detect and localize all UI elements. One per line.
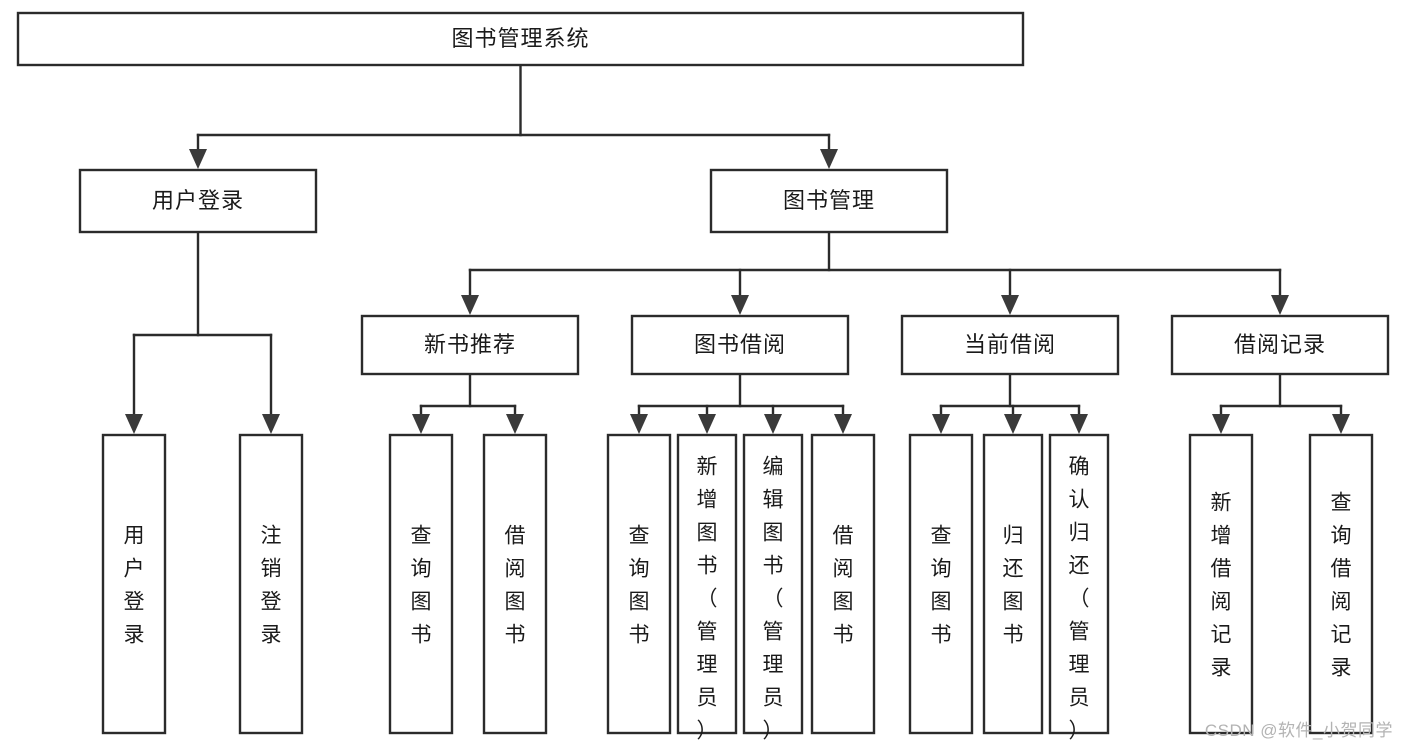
node-leaf-user-login-box[interactable]: [101, 433, 167, 735]
node-leaf-confirm-return-label: 确认归还（管理员）: [1069, 455, 1090, 742]
node-leaf-confirm-return-box[interactable]: [1048, 433, 1110, 735]
arrow-head-icon: [1271, 295, 1289, 315]
arrow-head-icon: [820, 149, 838, 169]
node-leaf-edit-book[interactable]: 编辑图书（管理员）: [742, 433, 804, 742]
node-book-manage-label: 图书管理: [783, 188, 875, 213]
node-leaf-logout-box[interactable]: [238, 433, 304, 735]
node-leaf-query-book-3[interactable]: 查询图书: [908, 433, 974, 735]
arrow-head-icon: [1070, 414, 1088, 434]
node-leaf-add-book-box[interactable]: [676, 433, 738, 735]
node-leaf-borrow-book-1[interactable]: 借阅图书: [482, 433, 548, 735]
node-book-manage[interactable]: 图书管理: [709, 168, 949, 234]
node-leaf-borrow-book-2-label: 借阅图书: [833, 524, 854, 646]
arrow-head-icon: [698, 414, 716, 434]
arrow-head-icon: [461, 295, 479, 315]
arrow-head-icon: [834, 414, 852, 434]
node-borrow-record-label: 借阅记录: [1234, 332, 1326, 357]
node-leaf-query-record-box[interactable]: [1308, 433, 1374, 735]
node-book-borrow-box[interactable]: [630, 314, 850, 376]
node-leaf-return-book-box[interactable]: [982, 433, 1044, 735]
node-current-borrow[interactable]: 当前借阅: [900, 314, 1120, 376]
arrow-head-icon: [189, 149, 207, 169]
node-leaf-borrow-book-2-box[interactable]: [810, 433, 876, 735]
node-borrow-record[interactable]: 借阅记录: [1170, 314, 1390, 376]
node-root[interactable]: 图书管理系统: [16, 11, 1025, 67]
node-book-borrow[interactable]: 图书借阅: [630, 314, 850, 376]
node-leaf-confirm-return[interactable]: 确认归还（管理员）: [1048, 433, 1110, 742]
node-leaf-edit-book-label: 编辑图书（管理员）: [763, 455, 784, 742]
node-leaf-query-book-2[interactable]: 查询图书: [606, 433, 672, 735]
node-new-book-rec-box[interactable]: [360, 314, 580, 376]
node-leaf-user-login[interactable]: 用户登录: [101, 433, 167, 735]
node-book-manage-box[interactable]: [709, 168, 949, 234]
arrow-head-icon: [1212, 414, 1230, 434]
node-leaf-query-book-3-box[interactable]: [908, 433, 974, 735]
node-leaf-return-book-label: 归还图书: [1003, 524, 1024, 646]
node-leaf-borrow-book-2[interactable]: 借阅图书: [810, 433, 876, 735]
node-root-box[interactable]: [16, 11, 1025, 67]
node-user-login[interactable]: 用户登录: [78, 168, 318, 234]
node-leaf-query-book-2-label: 查询图书: [629, 524, 650, 646]
arrow-head-icon: [731, 295, 749, 315]
arrow-head-icon: [764, 414, 782, 434]
arrow-head-icon: [412, 414, 430, 434]
node-book-borrow-label: 图书借阅: [694, 332, 786, 357]
node-leaf-borrow-book-1-label: 借阅图书: [505, 524, 526, 646]
node-leaf-query-record[interactable]: 查询借阅记录: [1308, 433, 1374, 735]
node-leaf-query-book-1[interactable]: 查询图书: [388, 433, 454, 735]
node-current-borrow-box[interactable]: [900, 314, 1120, 376]
arrow-head-icon: [1001, 295, 1019, 315]
node-leaf-add-record[interactable]: 新增借阅记录: [1188, 433, 1254, 735]
node-leaf-query-record-label: 查询借阅记录: [1331, 491, 1352, 679]
node-borrow-record-box[interactable]: [1170, 314, 1390, 376]
node-leaf-query-book-1-box[interactable]: [388, 433, 454, 735]
watermark-text: CSDN @软件_小贺同学: [1204, 721, 1393, 740]
node-root-label: 图书管理系统: [451, 26, 589, 51]
arrow-head-icon: [932, 414, 950, 434]
connector-edges: [125, 63, 1350, 434]
arrow-head-icon: [1004, 414, 1022, 434]
arrow-head-icon: [506, 414, 524, 434]
node-leaf-add-book[interactable]: 新增图书（管理员）: [676, 433, 738, 742]
node-leaf-borrow-book-1-box[interactable]: [482, 433, 548, 735]
node-leaf-add-book-label: 新增图书（管理员）: [697, 455, 718, 742]
node-leaf-query-book-1-label: 查询图书: [411, 524, 432, 646]
node-leaf-add-record-label: 新增借阅记录: [1211, 491, 1232, 679]
node-leaf-logout[interactable]: 注销登录: [238, 433, 304, 735]
arrow-head-icon: [630, 414, 648, 434]
node-boxes: 图书管理系统用户登录图书管理新书推荐图书借阅当前借阅借阅记录用户登录注销登录查询…: [16, 11, 1390, 742]
node-user-login-label: 用户登录: [152, 188, 244, 213]
node-leaf-user-login-label: 用户登录: [124, 524, 145, 646]
node-new-book-rec-label: 新书推荐: [424, 332, 516, 357]
node-leaf-query-book-3-label: 查询图书: [931, 524, 952, 646]
node-new-book-rec[interactable]: 新书推荐: [360, 314, 580, 376]
node-leaf-return-book[interactable]: 归还图书: [982, 433, 1044, 735]
node-leaf-logout-label: 注销登录: [261, 524, 282, 646]
arrow-head-icon: [125, 414, 143, 434]
node-leaf-query-book-2-box[interactable]: [606, 433, 672, 735]
arrow-head-icon: [262, 414, 280, 434]
node-user-login-box[interactable]: [78, 168, 318, 234]
node-leaf-add-record-box[interactable]: [1188, 433, 1254, 735]
node-current-borrow-label: 当前借阅: [964, 332, 1056, 357]
node-leaf-edit-book-box[interactable]: [742, 433, 804, 735]
arrow-head-icon: [1332, 414, 1350, 434]
